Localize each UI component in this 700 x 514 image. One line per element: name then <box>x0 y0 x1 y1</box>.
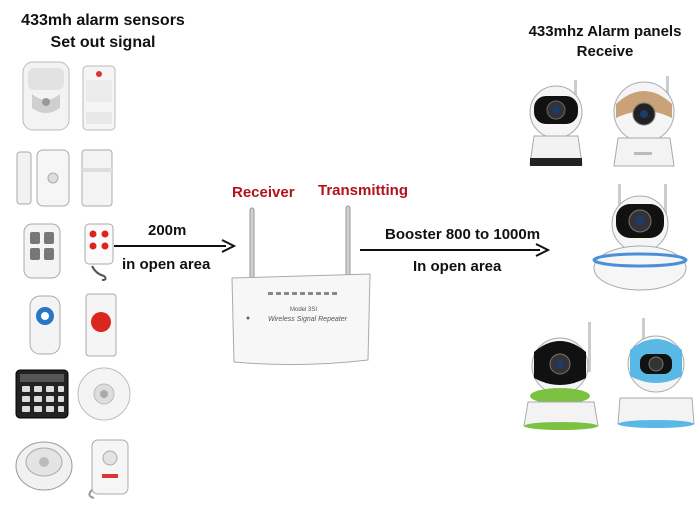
panels-heading-line2: Receive <box>576 43 634 60</box>
panels-heading: 433mhz Alarm panels Receive <box>510 22 700 62</box>
ip-camera-icon <box>524 78 590 170</box>
remote-key-fob-icon <box>82 222 116 282</box>
door-sensor-icon <box>15 148 73 208</box>
ceiling-pir-icon <box>76 366 132 422</box>
sensors-heading-line2: Set out signal <box>50 34 156 51</box>
receiver-label: Receiver <box>232 184 295 201</box>
ip-camera-icon <box>590 184 692 294</box>
signal-repeater <box>226 200 376 370</box>
pir-sensor-icon <box>80 62 118 134</box>
doorbell-button-icon <box>28 294 62 356</box>
panels-heading-line1: 433mhz Alarm panels <box>528 23 682 40</box>
ip-camera-icon <box>522 322 604 432</box>
right-distance-label: Booster 800 to 1000m <box>385 226 541 243</box>
ip-camera-icon <box>606 74 680 170</box>
door-sensor-icon <box>78 148 118 208</box>
sensors-heading: 433mh alarm sensors Set out signal <box>8 10 198 54</box>
keypad-icon <box>14 368 70 420</box>
sensors-heading-line1: 433mh alarm sensors <box>21 12 185 29</box>
transmitting-label: Transmitting <box>318 182 409 199</box>
pir-sensor-icon <box>20 60 72 132</box>
left-arrow <box>114 239 237 253</box>
repeater-name-text: Wireless Signal Repeater <box>268 316 347 323</box>
left-distance-label: 200m <box>148 222 187 239</box>
right-arrow <box>360 243 551 257</box>
ip-camera-icon <box>612 318 696 430</box>
gas-detector-icon <box>84 436 136 500</box>
remote-control-icon <box>22 222 62 280</box>
right-condition-label: In open area <box>413 258 502 275</box>
repeater-model-text: Model 3SI <box>290 307 318 313</box>
smoke-detector-icon <box>14 436 74 492</box>
left-condition-label: in open area <box>122 256 211 273</box>
panic-button-icon <box>84 292 118 358</box>
